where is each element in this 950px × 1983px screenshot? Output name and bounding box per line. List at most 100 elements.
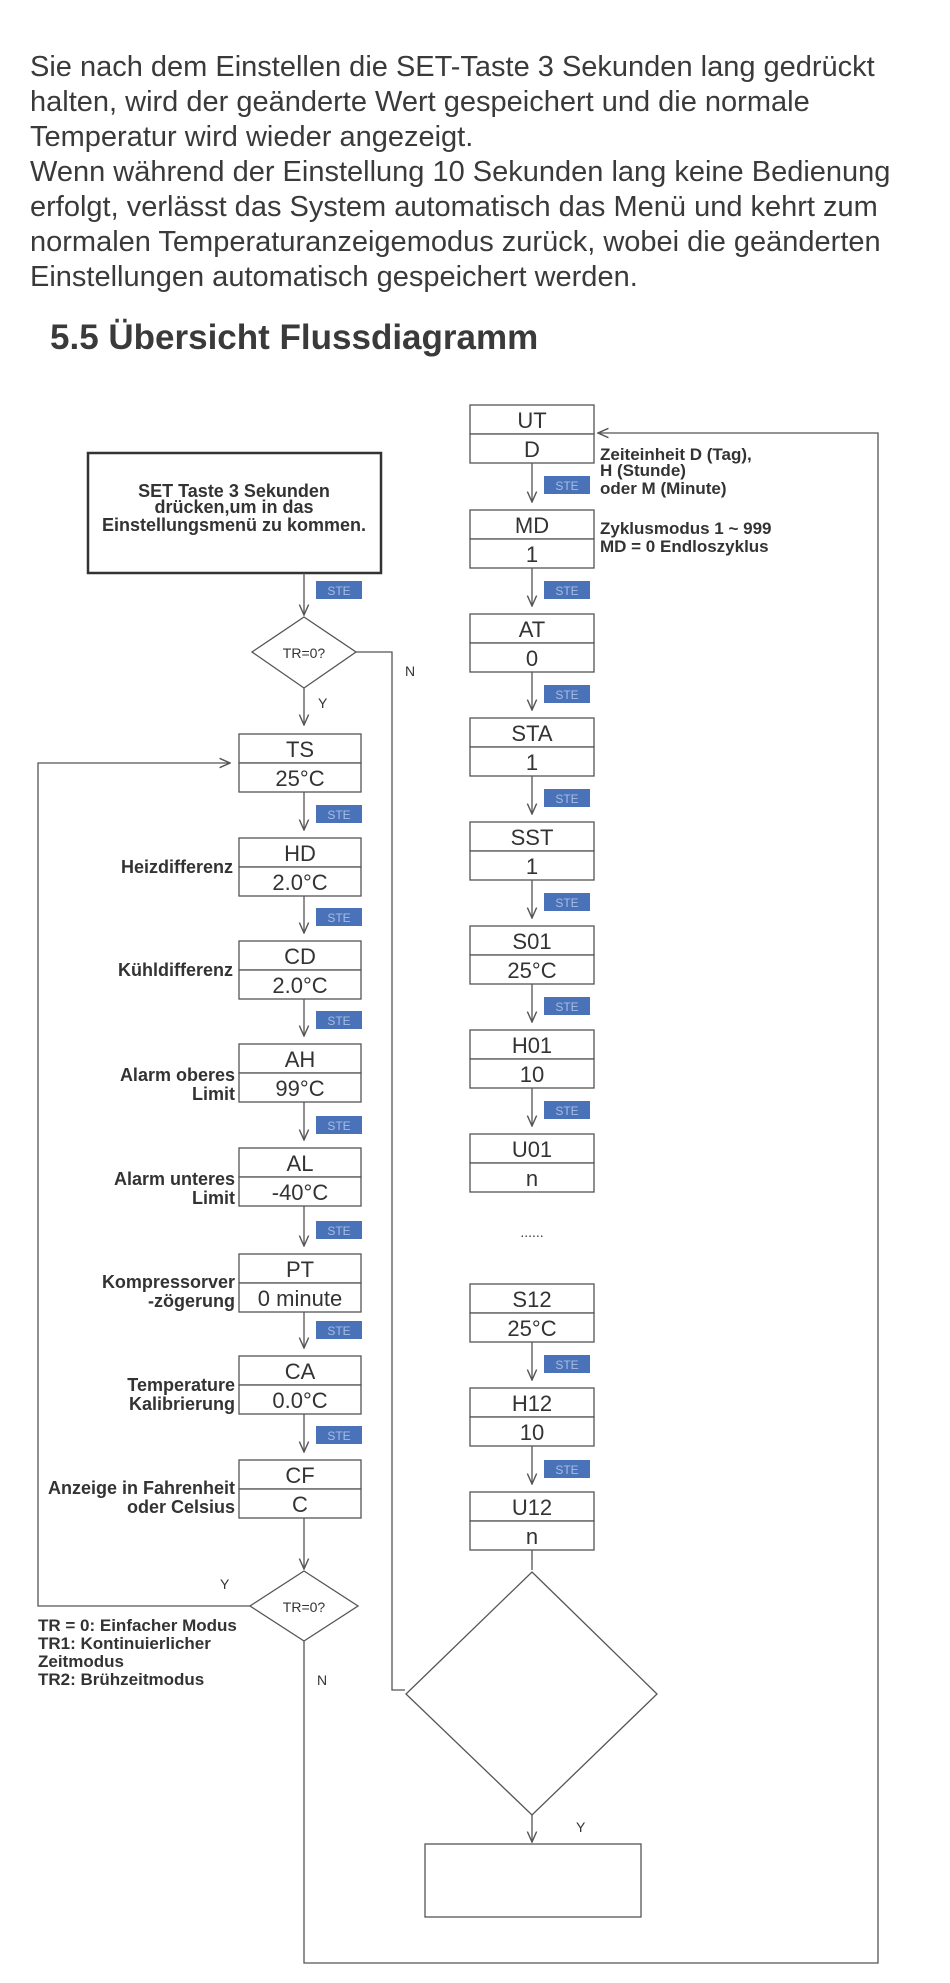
left-box-pt: PT 0 minute Kompressorver -zögerung <box>102 1253 362 1313</box>
svg-text:25°C: 25°C <box>507 958 556 983</box>
svg-text:Zyklusmodus 1 ~ 999: Zyklusmodus 1 ~ 999 <box>600 519 772 538</box>
ste-tag: STE <box>316 1221 362 1239</box>
start-box: SET Taste 3 Sekunden drücken,um in das E… <box>86 451 383 575</box>
svg-text:0: 0 <box>526 646 538 671</box>
ca-label-2: Kalibrierung <box>129 1394 235 1414</box>
left-box-ts: TS 25°C <box>238 733 362 793</box>
end-box <box>424 1843 642 1918</box>
left-box-ah: AH 99°C Alarm oberes Limit <box>120 1043 362 1104</box>
ste-tag: STE <box>316 1426 362 1444</box>
svg-text:oder M (Minute): oder M (Minute) <box>600 479 727 498</box>
start-text-line-3: Einstellungsmenü zu kommen. <box>102 515 366 535</box>
right-box-h12: H12 10 <box>469 1387 595 1447</box>
al-label-2: Limit <box>192 1188 235 1208</box>
yes-label: Y <box>576 1819 586 1835</box>
svg-text:STE: STE <box>555 688 578 702</box>
ste-tag: STE <box>544 997 590 1015</box>
svg-text:STE: STE <box>555 1463 578 1477</box>
svg-text:25°C: 25°C <box>507 1316 556 1341</box>
ellipsis: ...... <box>520 1224 543 1240</box>
svg-text:STE: STE <box>327 1224 350 1238</box>
svg-text:STE: STE <box>327 1014 350 1028</box>
left-box-hd: HD 2.0°C Heizdifferenz <box>121 837 362 897</box>
svg-text:STE: STE <box>327 808 350 822</box>
svg-text:10: 10 <box>520 1062 544 1087</box>
svg-text:99°C: 99°C <box>275 1076 324 1101</box>
svg-text:H12: H12 <box>512 1391 552 1416</box>
decision-tr-2: TR=0? <box>248 1570 360 1642</box>
svg-text:C: C <box>292 1492 308 1517</box>
right-box-s12: S12 25°C <box>469 1283 595 1343</box>
svg-text:AT: AT <box>519 617 545 642</box>
svg-text:TR=0?: TR=0? <box>283 1599 326 1615</box>
left-box-cd: CD 2.0°C Kühldifferenz <box>118 940 362 1000</box>
svg-text:H (Stunde): H (Stunde) <box>600 461 686 480</box>
ste-tag: STE <box>544 1460 590 1478</box>
left-box-al: AL -40°C Alarm unteres Limit <box>114 1147 362 1208</box>
svg-text:MD: MD <box>515 513 549 538</box>
ste-tag: STE <box>316 1011 362 1029</box>
svg-text:CF: CF <box>285 1463 314 1488</box>
right-box-ut: UT D <box>469 404 595 464</box>
ste-tag: STE <box>316 1116 362 1134</box>
svg-text:n: n <box>526 1524 538 1549</box>
svg-text:STE: STE <box>555 896 578 910</box>
svg-text:STE: STE <box>555 479 578 493</box>
ste-tag: STE <box>544 1101 590 1119</box>
cf-label-2: oder Celsius <box>127 1497 235 1517</box>
start-text-line-2: drücken,um in das <box>154 497 313 517</box>
right-box-h01: H01 10 <box>469 1029 595 1089</box>
right-box-at: AT 0 <box>469 613 595 673</box>
md-note: Zyklusmodus 1 ~ 999 MD = 0 Endloszyklus <box>600 519 772 556</box>
svg-text:MD = 0 Endloszyklus: MD = 0 Endloszyklus <box>600 537 769 556</box>
cd-label: Kühldifferenz <box>118 960 233 980</box>
svg-text:CA: CA <box>285 1359 316 1384</box>
svg-text:2.0°C: 2.0°C <box>272 870 327 895</box>
ste-tag: STE <box>544 1355 590 1373</box>
svg-text:25°C: 25°C <box>275 766 324 791</box>
yes-label: Y <box>318 695 328 711</box>
svg-text:STE: STE <box>555 584 578 598</box>
svg-text:AL: AL <box>287 1151 314 1176</box>
svg-text:U12: U12 <box>512 1495 552 1520</box>
intro-paragraph-1: Sie nach dem Einstellen die SET-Taste 3 … <box>30 51 875 153</box>
right-box-u12: U12 n <box>469 1491 595 1551</box>
svg-text:0 minute: 0 minute <box>258 1286 342 1311</box>
decision-large <box>405 1571 658 1816</box>
ste-tag: STE <box>544 581 590 599</box>
svg-text:2.0°C: 2.0°C <box>272 973 327 998</box>
connector-decision-1-no <box>356 651 405 1691</box>
svg-text:HD: HD <box>284 841 316 866</box>
svg-text:UT: UT <box>517 408 546 433</box>
connector-decision-2-yes-loop <box>37 763 250 1607</box>
svg-text:STE: STE <box>555 1104 578 1118</box>
ste-tag: STE <box>544 893 590 911</box>
svg-text:H01: H01 <box>512 1033 552 1058</box>
mode-note: TR = 0: Einfacher Modus TR1: Kontinuierl… <box>38 1616 237 1689</box>
right-box-sta: STA 1 <box>469 717 595 777</box>
right-box-sst: SST 1 <box>469 821 595 881</box>
svg-text:STE: STE <box>555 792 578 806</box>
svg-text:TR = 0: Einfacher Modus: TR = 0: Einfacher Modus <box>38 1616 237 1635</box>
svg-text:STE: STE <box>555 1358 578 1372</box>
svg-text:STE: STE <box>327 584 350 598</box>
hd-label: Heizdifferenz <box>121 857 233 877</box>
svg-text:Zeitmodus: Zeitmodus <box>38 1652 124 1671</box>
svg-text:Zeiteinheit D (Tag),: Zeiteinheit D (Tag), <box>600 445 752 464</box>
intro-text: Sie nach dem Einstellen die SET-Taste 3 … <box>30 50 930 295</box>
svg-text:TR1: Kontinuierlicher: TR1: Kontinuierlicher <box>38 1634 211 1653</box>
no-label: N <box>317 1672 327 1688</box>
ut-note: Zeiteinheit D (Tag), H (Stunde) oder M (… <box>600 445 752 498</box>
right-box-u01: U01 n <box>469 1133 595 1193</box>
svg-text:TR=0?: TR=0? <box>283 645 326 661</box>
svg-text:STE: STE <box>327 1429 350 1443</box>
svg-text:STE: STE <box>327 1324 350 1338</box>
svg-text:-40°C: -40°C <box>272 1180 329 1205</box>
yes-label: Y <box>220 1576 230 1592</box>
ste-tag: STE <box>316 908 362 926</box>
ste-tag: STE <box>316 805 362 823</box>
ste-tag: STE <box>316 581 362 599</box>
svg-text:STE: STE <box>555 1000 578 1014</box>
svg-text:1: 1 <box>526 750 538 775</box>
